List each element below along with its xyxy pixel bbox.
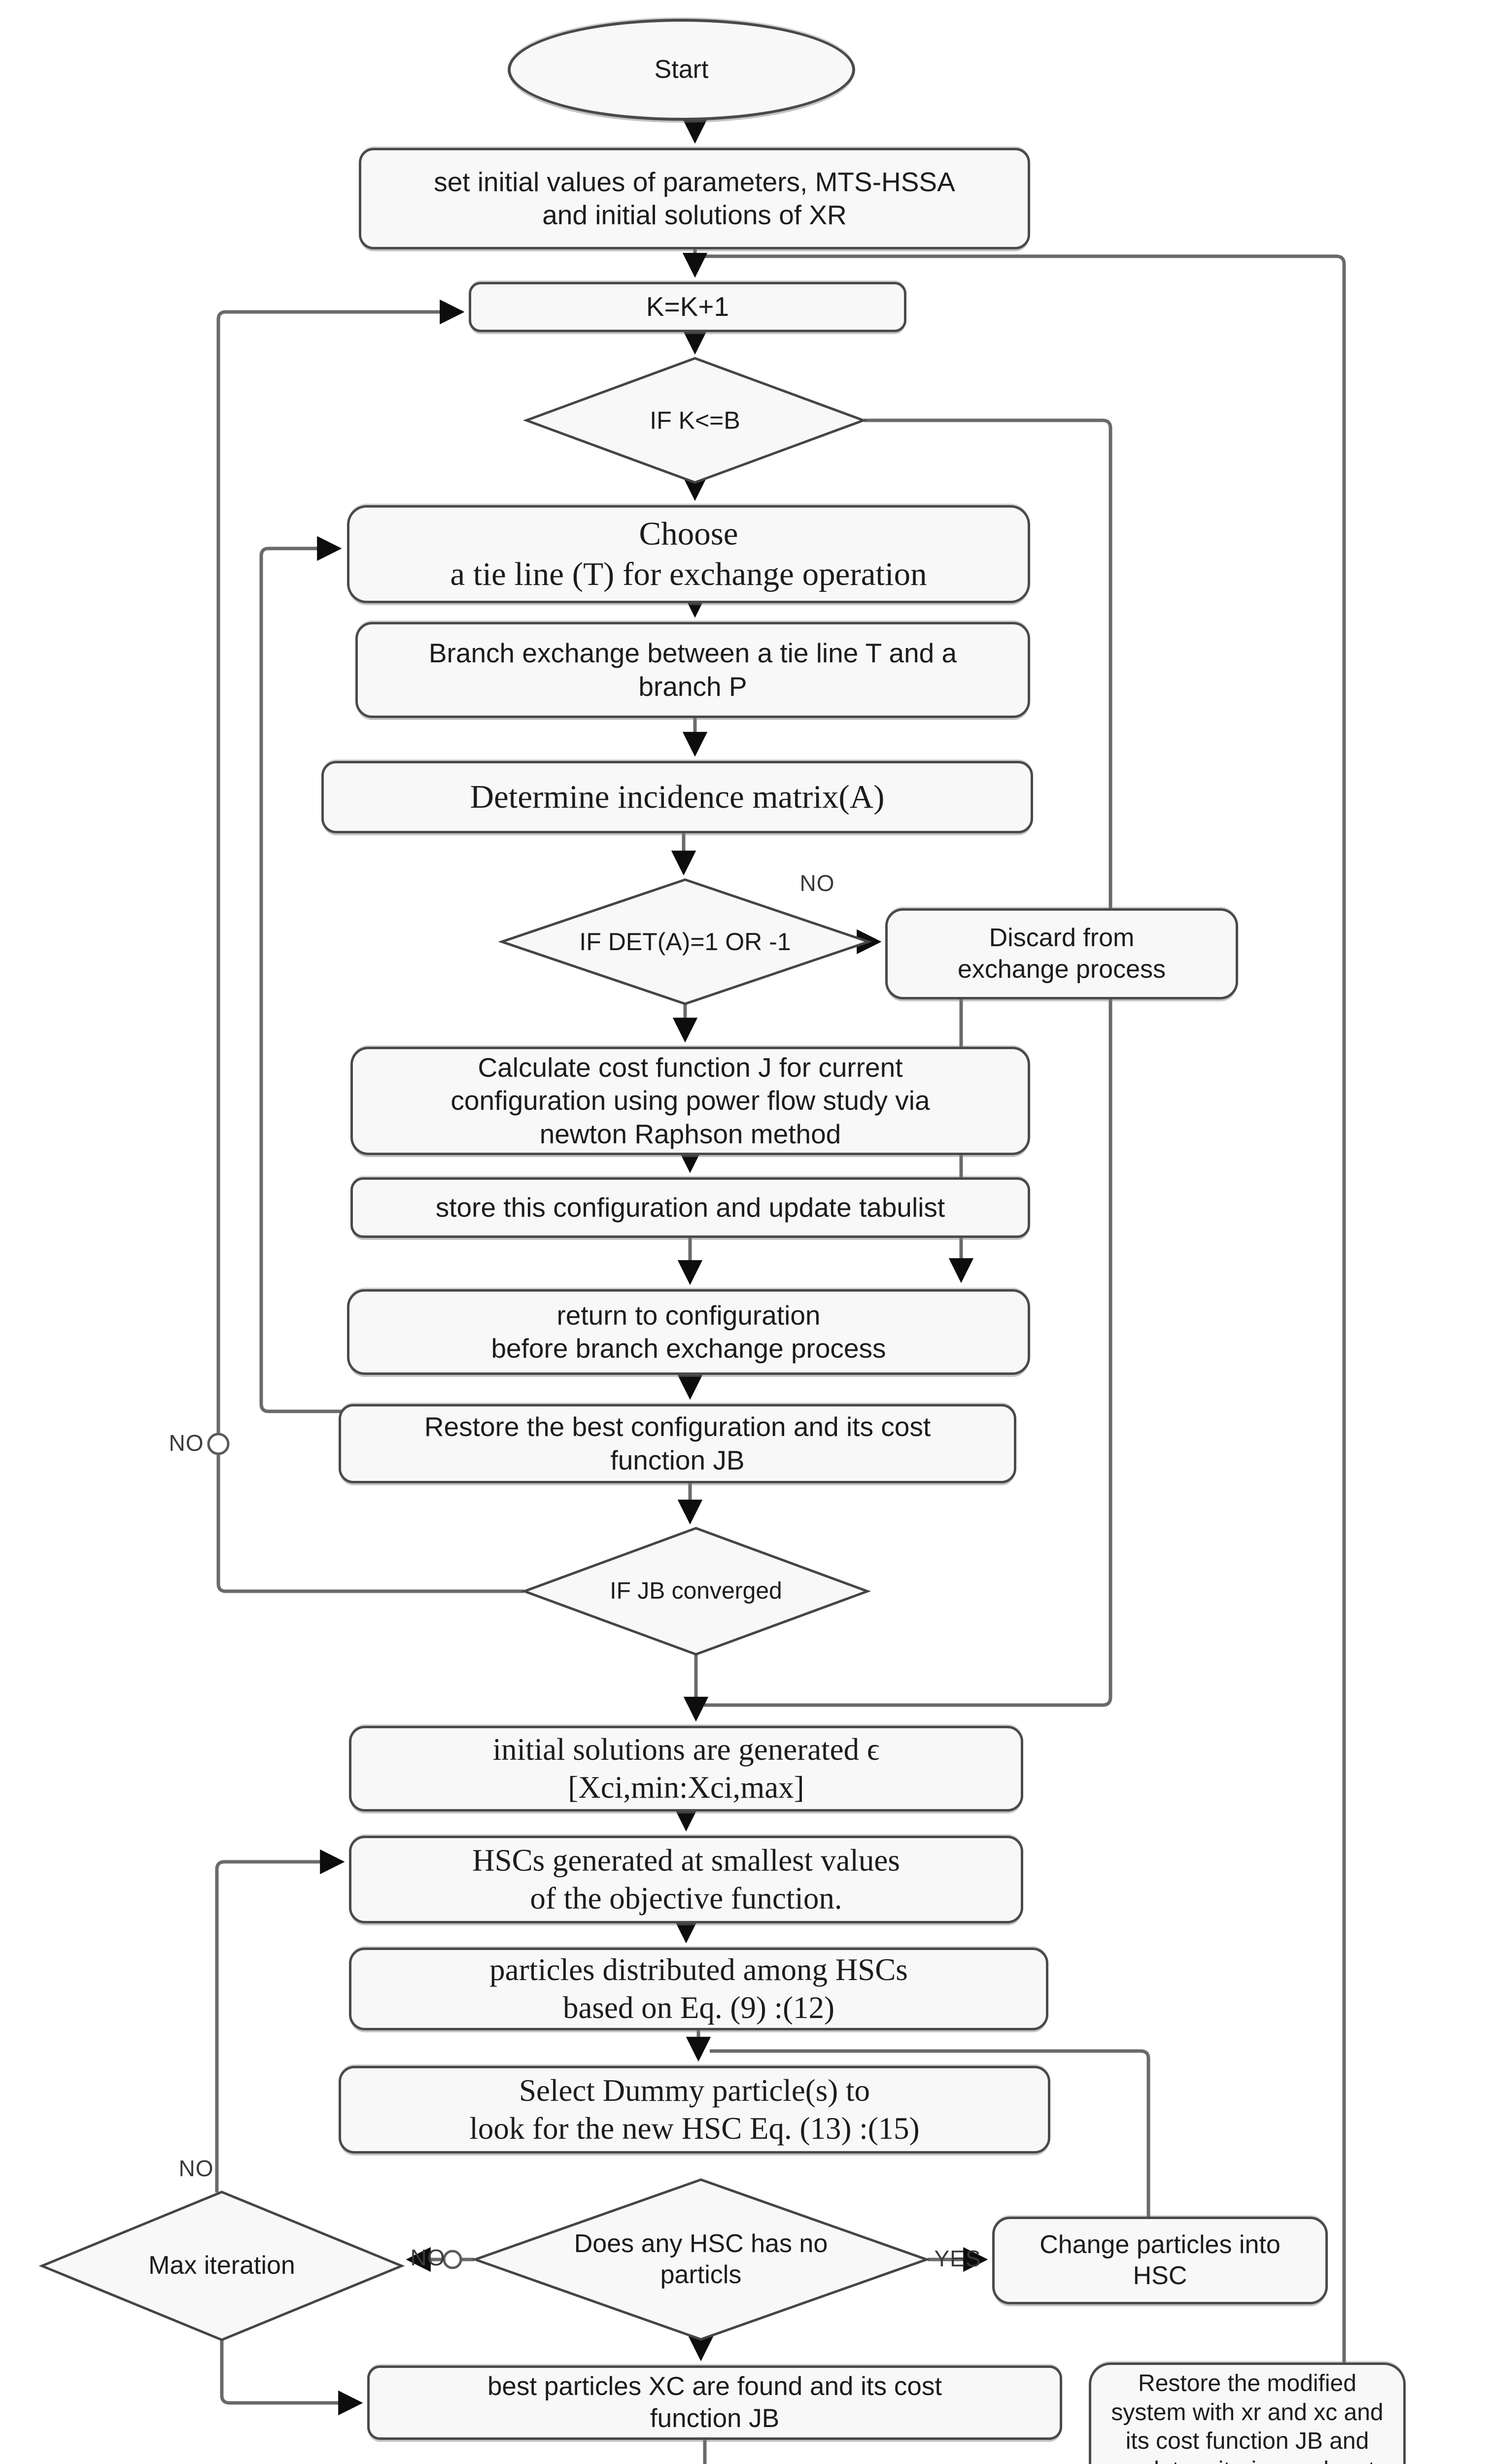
does-any-hsc-diamond-shape: [471, 2178, 931, 2341]
edge-change-loop-to-select: [710, 2049, 1150, 2217]
does-any-hsc-diamond-label: Does any HSC has no particls: [574, 2229, 828, 2289]
return-config-box: return to configuration before branch ex…: [347, 1289, 1030, 1375]
edge-ifk-exit-right: [704, 418, 1112, 1707]
if-jb-converged-diamond-label: IF JB converged: [610, 1577, 782, 1604]
edge-max-to-best: [220, 2340, 363, 2416]
max-iteration-diamond-label: Max iteration: [148, 2251, 295, 2280]
edge-max-no-loop-to-hsc: [215, 1849, 345, 2192]
junction-dot-mid-no: [443, 2250, 462, 2269]
if-det-diamond-shape: [498, 878, 872, 1005]
best-particles-box: best particles XC are found and its cost…: [367, 2365, 1062, 2440]
junction-dot-jb-no: [207, 1433, 230, 1455]
jb-no-label: NO: [169, 1430, 204, 1456]
calculate-cost-box: Calculate cost function J for current co…: [350, 1047, 1030, 1155]
edge-restart-loop-right: [699, 254, 1346, 2362]
particles-distributed-box: particles distributed among HSCs based o…: [349, 1948, 1048, 2030]
store-config-box: store this configuration and update tabu…: [350, 1177, 1030, 1238]
select-dummy-box: Select Dummy particle(s) to look for the…: [339, 2066, 1050, 2154]
restore-best-box: Restore the best configuration and its c…: [339, 1404, 1016, 1483]
det-no-label: NO: [799, 870, 835, 896]
discard-box: Discard from exchange process: [885, 908, 1238, 999]
max-iteration-diamond-shape: [38, 2190, 405, 2341]
if-k-le-b-diamond-label: IF K<=B: [650, 406, 740, 434]
choose-tie-line-box: Choose a tie line (T) for exchange opera…: [347, 505, 1030, 603]
if-det-diamond-label: IF DET(A)=1 OR -1: [579, 927, 791, 956]
determine-matrix-box: Determine incidence matrix(A): [321, 761, 1033, 833]
mid-no-label: NO: [410, 2245, 446, 2270]
if-k-le-b-diamond-shape: [522, 357, 867, 484]
edge-ifjb-no-loop-to-increment: [216, 299, 524, 1593]
max-no-label: NO: [178, 2156, 214, 2181]
change-particles-box: Change particles into HSC: [992, 2217, 1328, 2304]
hsc-generated-box: HSCs generated at smallest values of the…: [349, 1836, 1023, 1923]
initial-solutions-box: initial solutions are generated ϵ [Xci,m…: [349, 1726, 1023, 1812]
hsc-yes-label: YES: [934, 2246, 981, 2271]
start-terminator: Start: [508, 19, 855, 121]
edge-return-loop-to-choose: [259, 536, 347, 1413]
if-jb-converged-diamond-shape: [520, 1527, 871, 1656]
set-initial-values-box: set initial values of parameters, MTS-HS…: [359, 148, 1030, 249]
branch-exchange-box: Branch exchange between a tie line T and…: [355, 622, 1030, 718]
increment-k-box: K=K+1: [469, 282, 906, 332]
restore-modified-box: Restore the modified system with xr and …: [1089, 2362, 1406, 2464]
